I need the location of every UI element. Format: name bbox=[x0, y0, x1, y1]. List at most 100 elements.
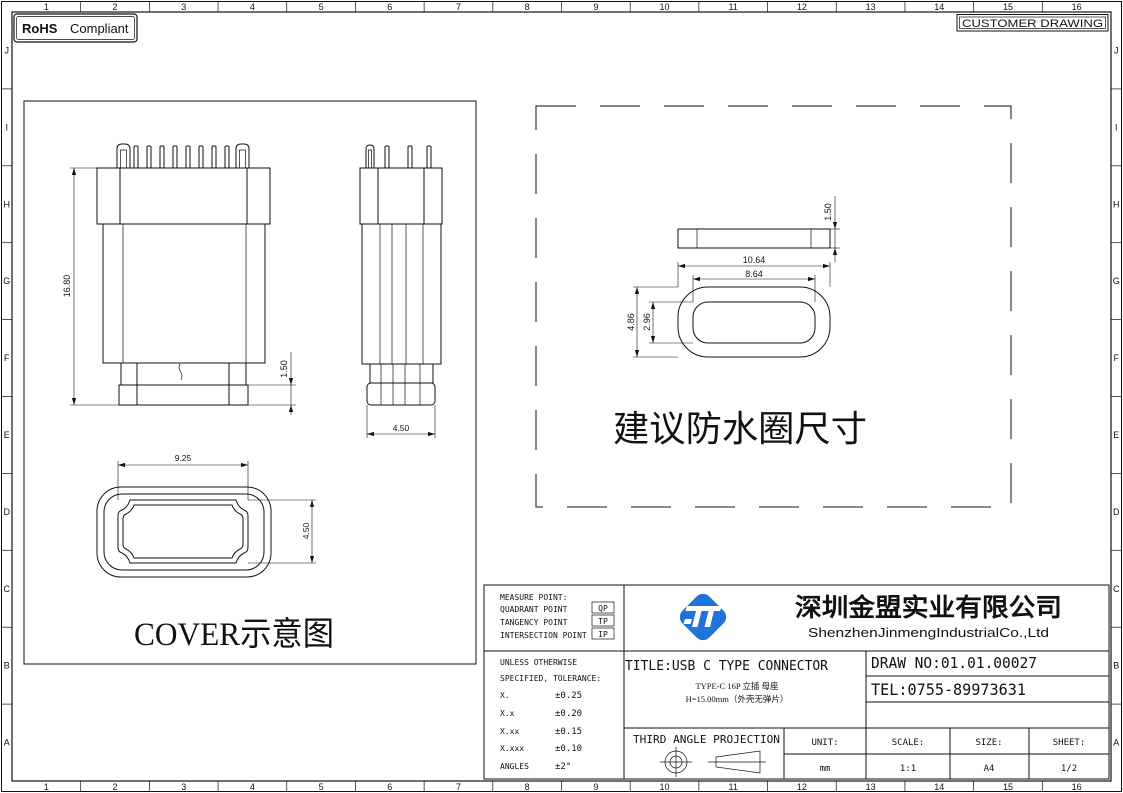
front-view-pin bbox=[198, 145, 204, 169]
dimension-outer-width-value: 4.86 bbox=[626, 313, 636, 331]
company-logo bbox=[679, 593, 727, 641]
projection-cone bbox=[715, 750, 761, 774]
company-name-chinese: 深圳金盟实业有限公司 bbox=[795, 593, 1062, 622]
grid-column-label-top: 13 bbox=[866, 2, 876, 12]
dimension-outer-length-value: 10.64 bbox=[743, 255, 766, 265]
cover-opening-inner-outline bbox=[122, 504, 244, 559]
grid-row-label-right: F bbox=[1114, 353, 1120, 363]
grid-row-label-right: B bbox=[1113, 661, 1119, 671]
tolerance-row-value: ±0.10 bbox=[555, 744, 582, 754]
measure-point-code-box bbox=[591, 614, 615, 627]
measure-point-label: INTERSECTION POINT bbox=[500, 631, 587, 640]
grid-row-label-right: I bbox=[1115, 122, 1118, 132]
drawing-subtitle: H=15.00mm（外壳无弹片） bbox=[686, 694, 789, 704]
front-view-pin bbox=[224, 145, 230, 169]
drawing-subtitle: TYPE-C 16P 立插 母座 bbox=[695, 681, 779, 691]
grid-row-label-left: C bbox=[4, 584, 11, 594]
front-view-shell-leg-left-inner bbox=[120, 149, 127, 168]
measure-point-label: QUADRANT POINT bbox=[500, 605, 568, 614]
tolerance-row-label: ANGLES bbox=[500, 762, 529, 771]
front-view-shell-leg-left bbox=[116, 143, 131, 168]
grid-row-label-right: H bbox=[1113, 199, 1120, 209]
grid-row-label-left: G bbox=[3, 276, 10, 286]
unit-value: mm bbox=[820, 764, 831, 774]
unit-label: UNIT: bbox=[811, 738, 838, 748]
front-view-pin bbox=[133, 145, 139, 169]
grid-column-label-top: 11 bbox=[729, 2, 738, 12]
seal-ring-top-view: 10.64 8.64 4.86 2.96 bbox=[626, 255, 831, 358]
grid-row-label-right: J bbox=[1114, 45, 1119, 55]
company-logo-badge bbox=[679, 593, 727, 641]
grid-row-label-right: C bbox=[1113, 584, 1120, 594]
side-view-neck bbox=[369, 363, 434, 384]
grid-column-label-top: 5 bbox=[319, 2, 324, 12]
cover-opening-outline bbox=[117, 499, 249, 564]
grid-column-label-bottom: 13 bbox=[866, 782, 876, 792]
grid-column-label-bottom: 5 bbox=[319, 782, 324, 792]
seal-ring-caption: 建议防水圈尺寸 bbox=[613, 409, 867, 449]
tolerance-note: SPECIFIED, TOLERANCE: bbox=[500, 674, 601, 683]
grid-column-label-top: 12 bbox=[797, 2, 807, 12]
grid-column-label-top: 6 bbox=[387, 2, 392, 12]
telephone: TEL:0755-89973631 bbox=[871, 680, 1026, 699]
grid-column-label-top: 7 bbox=[456, 2, 461, 12]
tolerance-row-label: X.xx bbox=[500, 727, 519, 736]
grid-column-label-bottom: 3 bbox=[181, 782, 186, 792]
front-view-shell-leg-right-inner bbox=[239, 149, 246, 168]
compliant-label: Compliant bbox=[70, 21, 129, 36]
cover-outline-view: 9.25 4.50 bbox=[96, 453, 316, 578]
tolerance-row-value: ±0.20 bbox=[555, 709, 582, 719]
front-view-base bbox=[118, 384, 249, 406]
grid-column-label-bottom: 2 bbox=[113, 782, 118, 792]
dimension-height-value: 16.80 bbox=[62, 275, 72, 298]
customer-drawing-badge-outer bbox=[956, 14, 1109, 32]
cover-view-panel bbox=[23, 100, 477, 665]
size-label: SIZE: bbox=[975, 738, 1002, 748]
customer-drawing-badge: CUSTOMER DRAWING bbox=[956, 14, 1109, 32]
tolerance-row-value: ±2° bbox=[555, 762, 571, 772]
title-block-border bbox=[483, 584, 1110, 780]
third-angle-projection-symbol bbox=[660, 747, 766, 777]
front-view-pin bbox=[172, 145, 178, 169]
side-view-pin bbox=[407, 145, 413, 169]
grid-row-label-right: A bbox=[1113, 738, 1119, 748]
title-block: MEASURE POINT: QUADRANT POINT QP TANGENC… bbox=[483, 584, 1110, 780]
grid-row-label-right: E bbox=[1113, 430, 1119, 440]
grid-column-label-top: 3 bbox=[181, 2, 186, 12]
cover-outline-outer bbox=[96, 486, 272, 578]
tolerance-row-value: ±0.15 bbox=[555, 727, 582, 737]
front-view: 16.80 1.50 bbox=[62, 143, 296, 415]
tolerance-row-value: ±0.25 bbox=[555, 691, 582, 701]
grid-column-label-top: 4 bbox=[250, 2, 255, 12]
side-view-housing-top bbox=[359, 167, 443, 225]
grid-column-label-bottom: 8 bbox=[525, 782, 530, 792]
tolerance-row-label: X.xxx bbox=[500, 744, 524, 753]
grid-column-label-top: 15 bbox=[1003, 2, 1013, 12]
customer-drawing-badge-inner bbox=[959, 16, 1106, 29]
dimension-thickness-value: 1.50 bbox=[823, 203, 833, 221]
grid-column-label-bottom: 1 bbox=[44, 782, 49, 792]
grid-column-label-bottom: 9 bbox=[593, 782, 598, 792]
sheet-label: SHEET: bbox=[1053, 738, 1086, 748]
grid-row-label-left: E bbox=[4, 430, 10, 440]
dimension-opening-height-value: 4.50 bbox=[301, 522, 311, 539]
tolerance-row-label: X.x bbox=[500, 709, 515, 718]
grid-column-label-top: 1 bbox=[44, 2, 49, 12]
grid-column-label-bottom: 7 bbox=[456, 782, 461, 792]
tolerance-note: UNLESS OTHERWISE bbox=[500, 658, 577, 667]
grid-row-label-left: D bbox=[4, 507, 11, 517]
measure-point-code-box bbox=[591, 601, 615, 614]
front-view-pin bbox=[211, 145, 217, 169]
rohs-badge-outer bbox=[13, 13, 138, 43]
grid-column-label-bottom: 12 bbox=[797, 782, 807, 792]
grid-column-label-top: 10 bbox=[660, 2, 670, 12]
grid-row-label-left: I bbox=[6, 122, 9, 132]
scale-value: 1:1 bbox=[900, 764, 916, 774]
grid-column-label-bottom: 16 bbox=[1072, 782, 1082, 792]
front-view-pin bbox=[146, 145, 152, 169]
seal-ring-side-view: 1.50 bbox=[677, 196, 840, 262]
measure-point-code-box bbox=[591, 627, 615, 640]
